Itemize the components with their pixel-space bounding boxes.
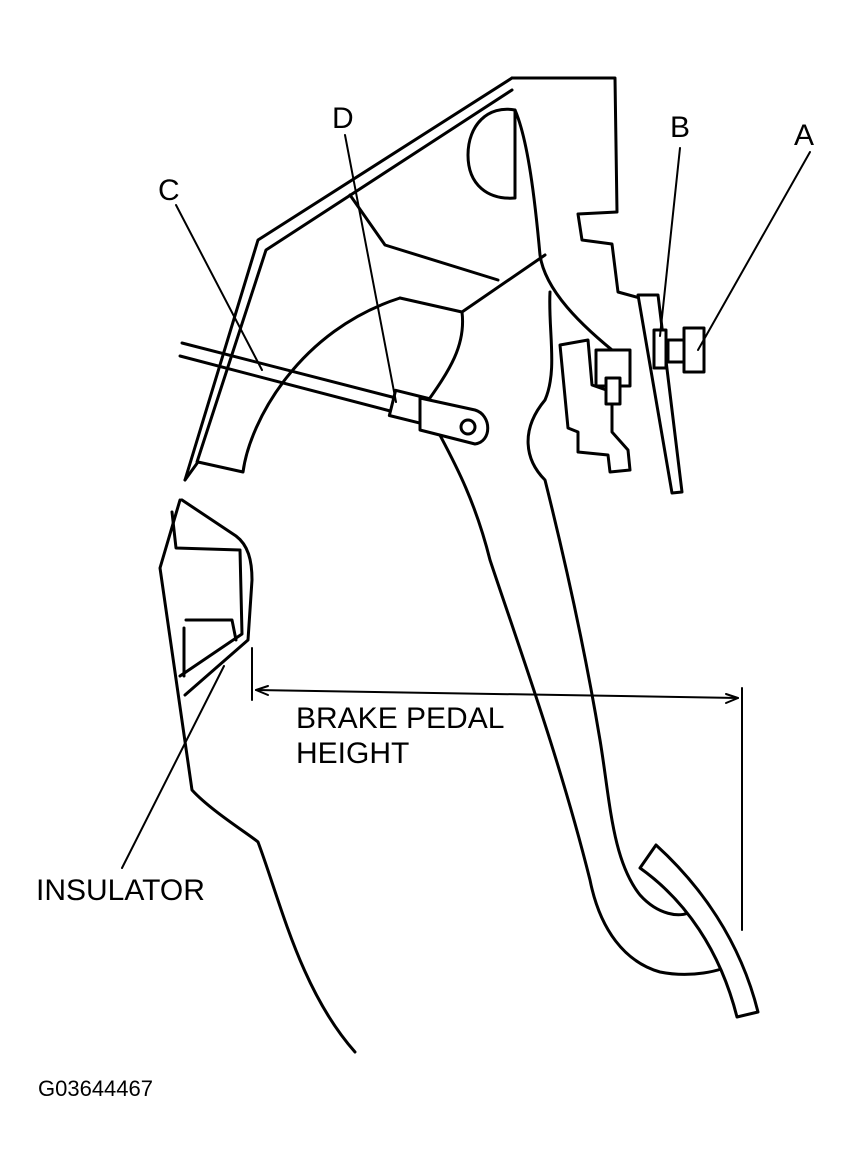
leader-insulator [121, 665, 225, 869]
figure-id: G03644467 [38, 1076, 153, 1101]
leader-b [659, 147, 681, 337]
push-rod [178, 341, 490, 446]
insulator-panel [158, 498, 357, 1054]
stop-light-switch-assembly [558, 293, 706, 495]
leader-d [344, 134, 397, 403]
label-b: B [670, 111, 690, 144]
pedal-pad [638, 843, 760, 1019]
label-d: D [332, 102, 354, 135]
pedal-pivot-boss [466, 107, 517, 200]
label-a: A [794, 119, 814, 152]
leader-a [697, 151, 811, 351]
pedal-height-dimension [251, 647, 743, 931]
leader-c [175, 204, 263, 371]
label-c: C [158, 174, 180, 207]
label-brake-pedal-height-1: BRAKE PEDAL [296, 702, 504, 735]
leader-lines [121, 134, 811, 869]
label-insulator: INSULATOR [36, 874, 205, 907]
label-brake-pedal-height-2: HEIGHT [296, 737, 409, 770]
